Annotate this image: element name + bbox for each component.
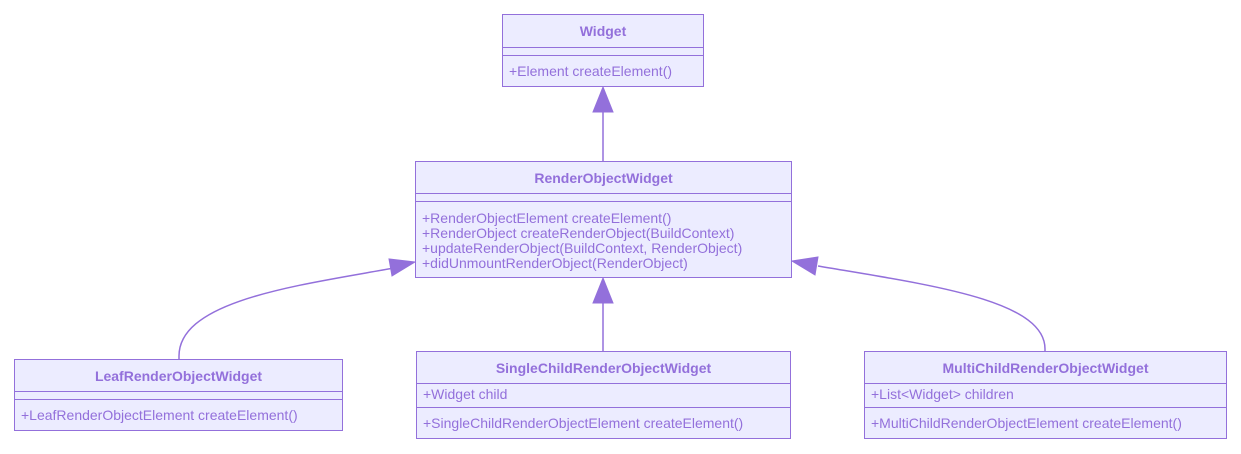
class-methods: +MultiChildRenderObjectElement createEle… — [865, 408, 1226, 431]
method: +Element createElement() — [509, 63, 673, 79]
class-methods: +SingleChildRenderObjectElement createEl… — [417, 408, 790, 431]
class-name: LeafRenderObjectWidget — [15, 360, 342, 392]
class-attributes — [503, 48, 703, 56]
class-name: RenderObjectWidget — [416, 162, 791, 194]
class-name: Widget — [503, 15, 703, 48]
class-widget: Widget +Element createElement() — [502, 14, 704, 87]
method: +updateRenderObject(BuildContext, Render… — [422, 240, 743, 256]
method: +RenderObjectElement createElement() — [422, 210, 672, 226]
class-render-object-widget: RenderObjectWidget +RenderObjectElement … — [415, 161, 792, 278]
arrowhead-singlechild — [592, 276, 614, 304]
method: +didUnmountRenderObject(RenderObject) — [422, 255, 688, 271]
arrowhead-widget — [592, 85, 614, 113]
attribute: +List<Widget> children — [871, 386, 1014, 402]
class-leaf-render-object-widget: LeafRenderObjectWidget +LeafRenderObject… — [14, 359, 343, 431]
class-attributes: +Widget child — [417, 384, 790, 408]
method: +RenderObject createRenderObject(BuildCo… — [422, 225, 735, 241]
class-name: SingleChildRenderObjectWidget — [417, 352, 790, 384]
class-attributes — [15, 392, 342, 400]
class-methods: +LeafRenderObjectElement createElement() — [15, 400, 342, 423]
class-single-child-render-object-widget: SingleChildRenderObjectWidget +Widget ch… — [416, 351, 791, 439]
class-methods: +RenderObjectElement createElement() +Re… — [416, 202, 791, 271]
attribute: +Widget child — [423, 386, 508, 402]
class-multi-child-render-object-widget: MultiChildRenderObjectWidget +List<Widge… — [864, 351, 1227, 439]
class-attributes — [416, 194, 791, 202]
edge-leaf-to-renderobjectwidget — [178, 267, 395, 359]
method: +LeafRenderObjectElement createElement() — [21, 407, 298, 423]
class-name: MultiChildRenderObjectWidget — [865, 352, 1226, 384]
class-attributes: +List<Widget> children — [865, 384, 1226, 408]
arrowhead-multichild — [790, 256, 819, 276]
class-methods: +Element createElement() — [503, 56, 703, 79]
arrowhead-leaf — [388, 258, 417, 277]
edge-multichild-to-renderobjectwidget — [817, 265, 1046, 352]
method: +MultiChildRenderObjectElement createEle… — [871, 415, 1182, 431]
method: +SingleChildRenderObjectElement createEl… — [423, 415, 744, 431]
